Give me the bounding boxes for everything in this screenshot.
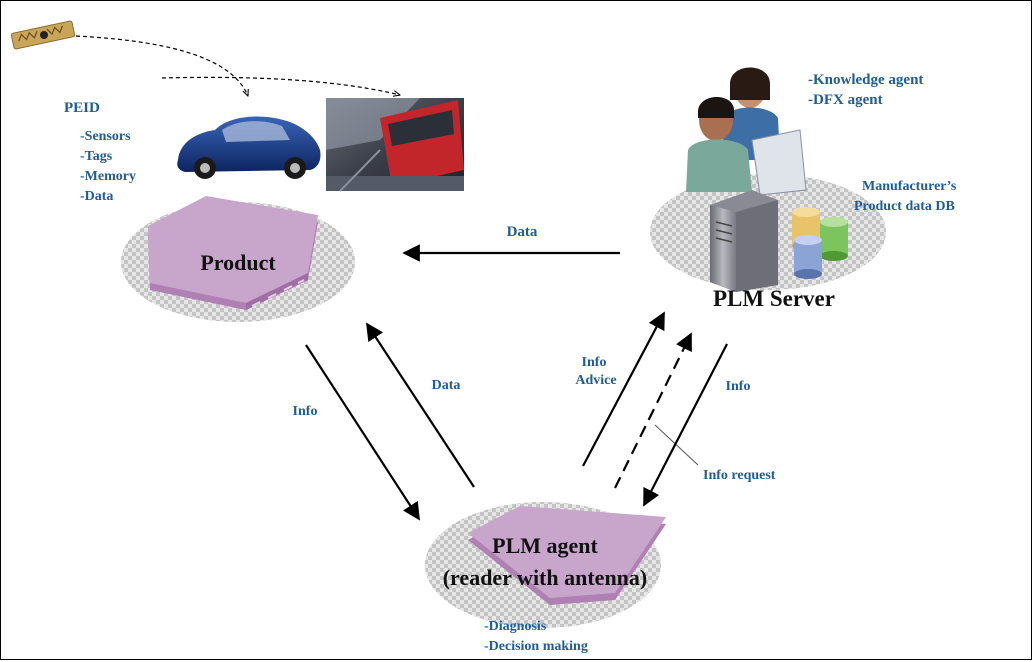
manufacturer-label: Manufacturer’s bbox=[862, 179, 957, 194]
train-image bbox=[326, 98, 464, 192]
server-to-agent-info-label: Info bbox=[726, 379, 751, 394]
product-pentagon bbox=[148, 196, 318, 310]
product-to-agent-info-label: Info bbox=[293, 404, 318, 419]
people-image bbox=[686, 67, 807, 196]
database-cylinders-icon bbox=[792, 207, 848, 279]
car-image bbox=[177, 116, 321, 179]
decision-making-label: -Decision making bbox=[484, 639, 588, 654]
agent-to-server-advice-label: Advice bbox=[575, 373, 616, 388]
knowledge-agent-label: -Knowledge agent bbox=[808, 72, 923, 88]
info-request-label: Info request bbox=[703, 468, 776, 483]
peid-title: PEID bbox=[64, 100, 100, 116]
agent-shape bbox=[468, 506, 666, 605]
plm-agent-sublabel: (reader with antenna) bbox=[443, 565, 648, 590]
server-to-product-data-label: Data bbox=[507, 224, 538, 240]
plm-server-label: PLM Server bbox=[713, 286, 835, 311]
plm-agent-label: PLM agent bbox=[492, 533, 598, 558]
info-request-dashed-arrow bbox=[614, 332, 692, 489]
tag-to-train-dashed-arrow bbox=[161, 76, 400, 95]
agent-to-product-data-arrow bbox=[366, 322, 475, 488]
peid-item-sensors: -Sensors bbox=[80, 129, 131, 144]
agent-to-product-data-label: Data bbox=[432, 378, 461, 393]
peid-item-data: -Data bbox=[80, 189, 113, 204]
tag-to-car-dashed-arrow bbox=[75, 35, 248, 96]
info-request-callout-line bbox=[654, 424, 699, 466]
agent-to-server-info-label: Info bbox=[582, 355, 607, 370]
peid-item-tags: -Tags bbox=[80, 149, 113, 164]
rfid-tag-image bbox=[10, 20, 76, 50]
server-tower-icon bbox=[710, 190, 778, 292]
diagnosis-label: -Diagnosis bbox=[484, 619, 547, 634]
agent-to-server-info-arrow bbox=[582, 311, 665, 467]
product-data-db-label: Product data DB bbox=[854, 199, 955, 214]
product-to-agent-info-arrow bbox=[305, 344, 420, 521]
server-to-agent-info-arrow bbox=[643, 343, 728, 507]
product-label: Product bbox=[200, 250, 276, 275]
peid-item-memory: -Memory bbox=[80, 169, 136, 184]
dfx-agent-label: -DFX agent bbox=[808, 92, 883, 108]
